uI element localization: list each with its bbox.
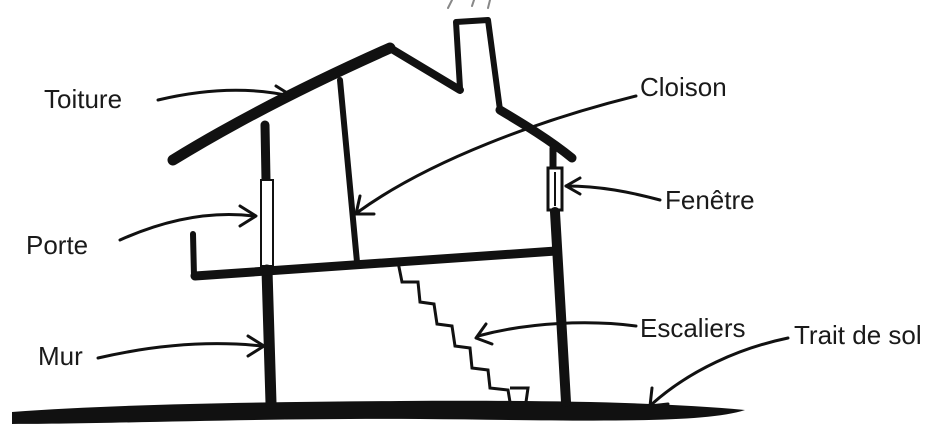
roof-right xyxy=(495,105,577,163)
arrowhead-toiture xyxy=(274,84,294,108)
arrow-fenetre xyxy=(564,184,662,202)
left-wall-upper xyxy=(260,120,271,185)
stairs-tail xyxy=(510,386,530,403)
label-trait-de-sol: Trait de sol xyxy=(794,320,922,350)
label-toiture: Toiture xyxy=(44,84,123,114)
right-wall-lower xyxy=(550,207,571,407)
balcony-stub xyxy=(190,231,197,279)
roof-peak xyxy=(386,44,464,94)
arrow-toiture xyxy=(156,88,292,102)
arrowhead-trait-de-sol xyxy=(648,386,670,408)
smoke-marks xyxy=(447,0,491,9)
arrow-porte xyxy=(118,212,256,242)
stairs xyxy=(396,261,512,403)
chimney xyxy=(453,17,503,113)
door xyxy=(260,179,274,267)
roof-left xyxy=(167,42,396,166)
arrowhead-escaliers xyxy=(474,322,494,346)
label-escaliers: Escaliers xyxy=(640,313,746,343)
arrows xyxy=(96,84,790,408)
arrow-mur xyxy=(96,342,264,360)
ground-line xyxy=(12,400,745,424)
floor-line xyxy=(190,246,561,281)
arrowhead-porte xyxy=(238,204,258,228)
partition-wall xyxy=(337,77,360,265)
label-cloison: Cloison xyxy=(640,72,727,102)
arrow-trait-de-sol xyxy=(650,336,790,406)
arrowhead-fenetre xyxy=(564,176,582,196)
arrow-escaliers xyxy=(476,321,638,338)
label-porte: Porte xyxy=(26,230,89,260)
label-mur: Mur xyxy=(38,341,83,371)
arrow-cloison xyxy=(356,94,638,214)
arrowhead-cloison xyxy=(354,194,376,216)
left-wall-lower xyxy=(261,264,277,409)
arrowhead-mur xyxy=(246,334,266,358)
label-fenetre: Fenêtre xyxy=(665,185,755,215)
